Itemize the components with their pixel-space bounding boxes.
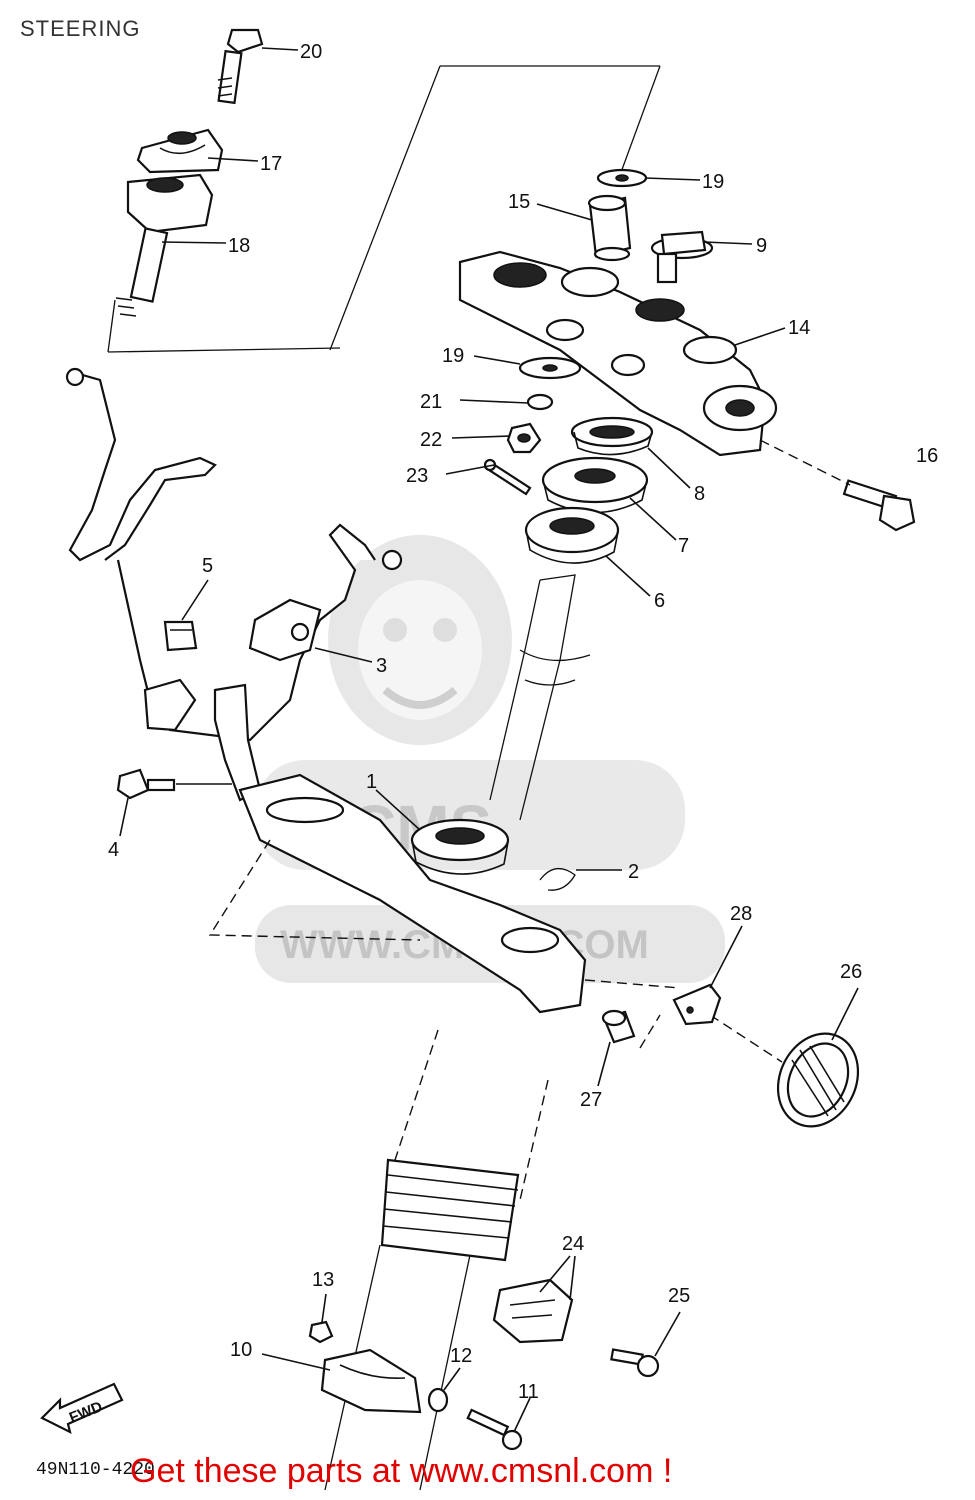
steering-shaft bbox=[489, 574, 591, 821]
part-18-lower-holder bbox=[115, 173, 214, 317]
part-24-fork-guard-bracket bbox=[492, 1278, 574, 1344]
callout-leaders bbox=[119, 47, 859, 1433]
callout-25: 25 bbox=[668, 1285, 690, 1307]
callout-3: 3 bbox=[376, 655, 387, 677]
callout-17: 17 bbox=[260, 153, 282, 175]
callout-15: 15 bbox=[508, 191, 530, 213]
part-23-bolt bbox=[217, 28, 264, 105]
part-26-reflector bbox=[709, 1014, 860, 1128]
part-25-bolt bbox=[610, 1348, 660, 1378]
part-28-reflector-bracket bbox=[584, 979, 722, 1049]
callout-28: 28 bbox=[730, 903, 752, 925]
part-19-washer-lower bbox=[518, 356, 582, 380]
callout-20: 21 bbox=[420, 391, 442, 413]
callout-14: 14 bbox=[788, 317, 810, 339]
part-7-bearing-cover bbox=[541, 456, 649, 514]
callout-19-lower: 19 bbox=[442, 345, 464, 367]
callout-18: 18 bbox=[228, 235, 250, 257]
part-12-washer bbox=[427, 1387, 449, 1413]
callout-11: 11 bbox=[518, 1381, 539, 1403]
callout-8: 8 bbox=[694, 483, 705, 505]
callout-7: 7 bbox=[678, 535, 689, 557]
part-10-cable-guide bbox=[320, 1348, 422, 1414]
part-19-washer-top bbox=[596, 168, 648, 188]
part-4-bolt bbox=[116, 768, 176, 800]
part-6-bearing-upper bbox=[524, 506, 620, 564]
callout-12: 12 bbox=[450, 1345, 472, 1367]
part-2-clip bbox=[539, 868, 576, 891]
callout-4: 4 bbox=[108, 839, 119, 861]
part-14-upper-bracket bbox=[458, 250, 778, 457]
part-13-nut bbox=[308, 1320, 334, 1344]
part-17-upper-holder bbox=[136, 128, 224, 174]
promo-banner[interactable]: Get these parts at www.cmsnl.com ! bbox=[130, 1452, 673, 1490]
part-15-collar bbox=[587, 194, 632, 262]
callout-26: 26 bbox=[840, 961, 862, 983]
callout-23: 20 bbox=[300, 41, 322, 63]
callout-5: 5 bbox=[202, 555, 213, 577]
callout-22: 23 bbox=[406, 465, 428, 487]
headlight-mount-lower bbox=[143, 678, 262, 802]
callout-16: 16 bbox=[916, 445, 938, 467]
handle-holder-boundary bbox=[107, 65, 661, 353]
part-9-bolt bbox=[650, 230, 714, 284]
part-1-bearing-lower bbox=[410, 818, 510, 875]
part-11-bolt bbox=[466, 1408, 523, 1451]
callout-27: 27 bbox=[580, 1089, 602, 1111]
callout-13: 13 bbox=[312, 1269, 334, 1291]
callout-6: 6 bbox=[654, 590, 665, 612]
part-27-collar bbox=[601, 1009, 636, 1044]
callout-21: 22 bbox=[420, 429, 442, 451]
callout-19-top: 19 bbox=[702, 171, 724, 193]
callout-9: 9 bbox=[756, 235, 767, 257]
callout-10: 10 bbox=[230, 1339, 252, 1361]
part-8-ring-nut bbox=[570, 416, 654, 456]
diagram-title: STEERING bbox=[20, 16, 141, 41]
callout-numbers: 20 17 18 19 15 9 14 19 21 22 23 16 8 7 6… bbox=[108, 41, 938, 1403]
part-16-pinch-bolt bbox=[759, 439, 916, 532]
under-bracket bbox=[208, 773, 587, 1014]
callout-24: 24 bbox=[562, 1233, 584, 1255]
part-21-nut bbox=[506, 422, 542, 454]
front-fork-leg bbox=[324, 1029, 549, 1491]
callout-1: 1 bbox=[366, 771, 377, 793]
part-20-lock-washer bbox=[526, 393, 554, 411]
part-5-grommet bbox=[163, 620, 198, 652]
diagram-code: 49N110-4220 bbox=[36, 1460, 155, 1480]
fwd-direction-badge: FWD bbox=[40, 1382, 124, 1435]
callout-2: 2 bbox=[628, 861, 639, 883]
